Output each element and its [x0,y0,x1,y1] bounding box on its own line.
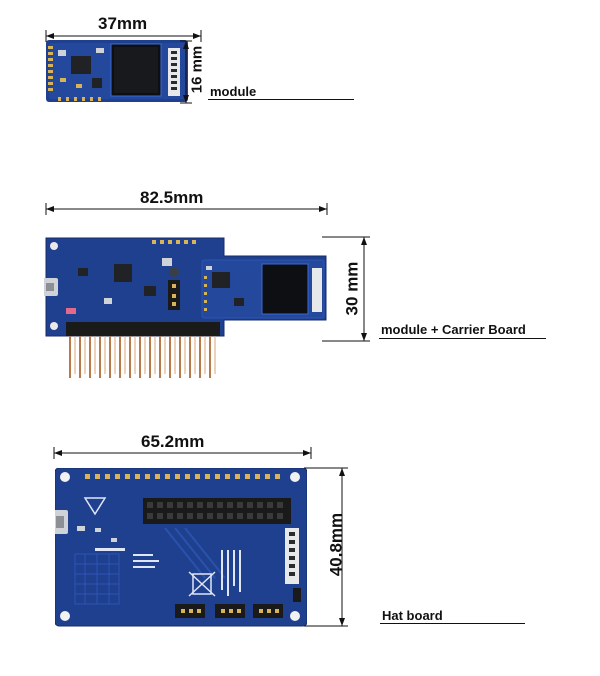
hat-height-label: 40.8mm [326,512,346,577]
module-caption-underline [208,99,354,100]
carrier-width-label: 82.5mm [140,188,204,207]
carrier-height-label: 30 mm [342,261,362,316]
module-width-dimension-line [45,30,202,42]
module-height-dimension-line [180,40,192,104]
hat-caption-underline [380,623,525,624]
hat-board-image [55,468,307,627]
carrier-width-dimension-line [45,203,328,215]
hat-extension-lines [304,467,344,627]
carrier-board-image [44,237,327,378]
module-height-label: 16 mm [188,45,206,94]
carrier-caption: module + Carrier Board [381,322,526,337]
module-board-image [46,40,188,102]
hat-caption: Hat board [382,608,443,623]
hat-width-label: 65.2mm [141,432,205,451]
carrier-caption-underline [379,338,546,339]
carrier-extension-lines [322,236,370,342]
module-caption: module [210,84,257,99]
module-width-label: 37mm [98,14,148,33]
hat-width-dimension-line [53,447,312,459]
